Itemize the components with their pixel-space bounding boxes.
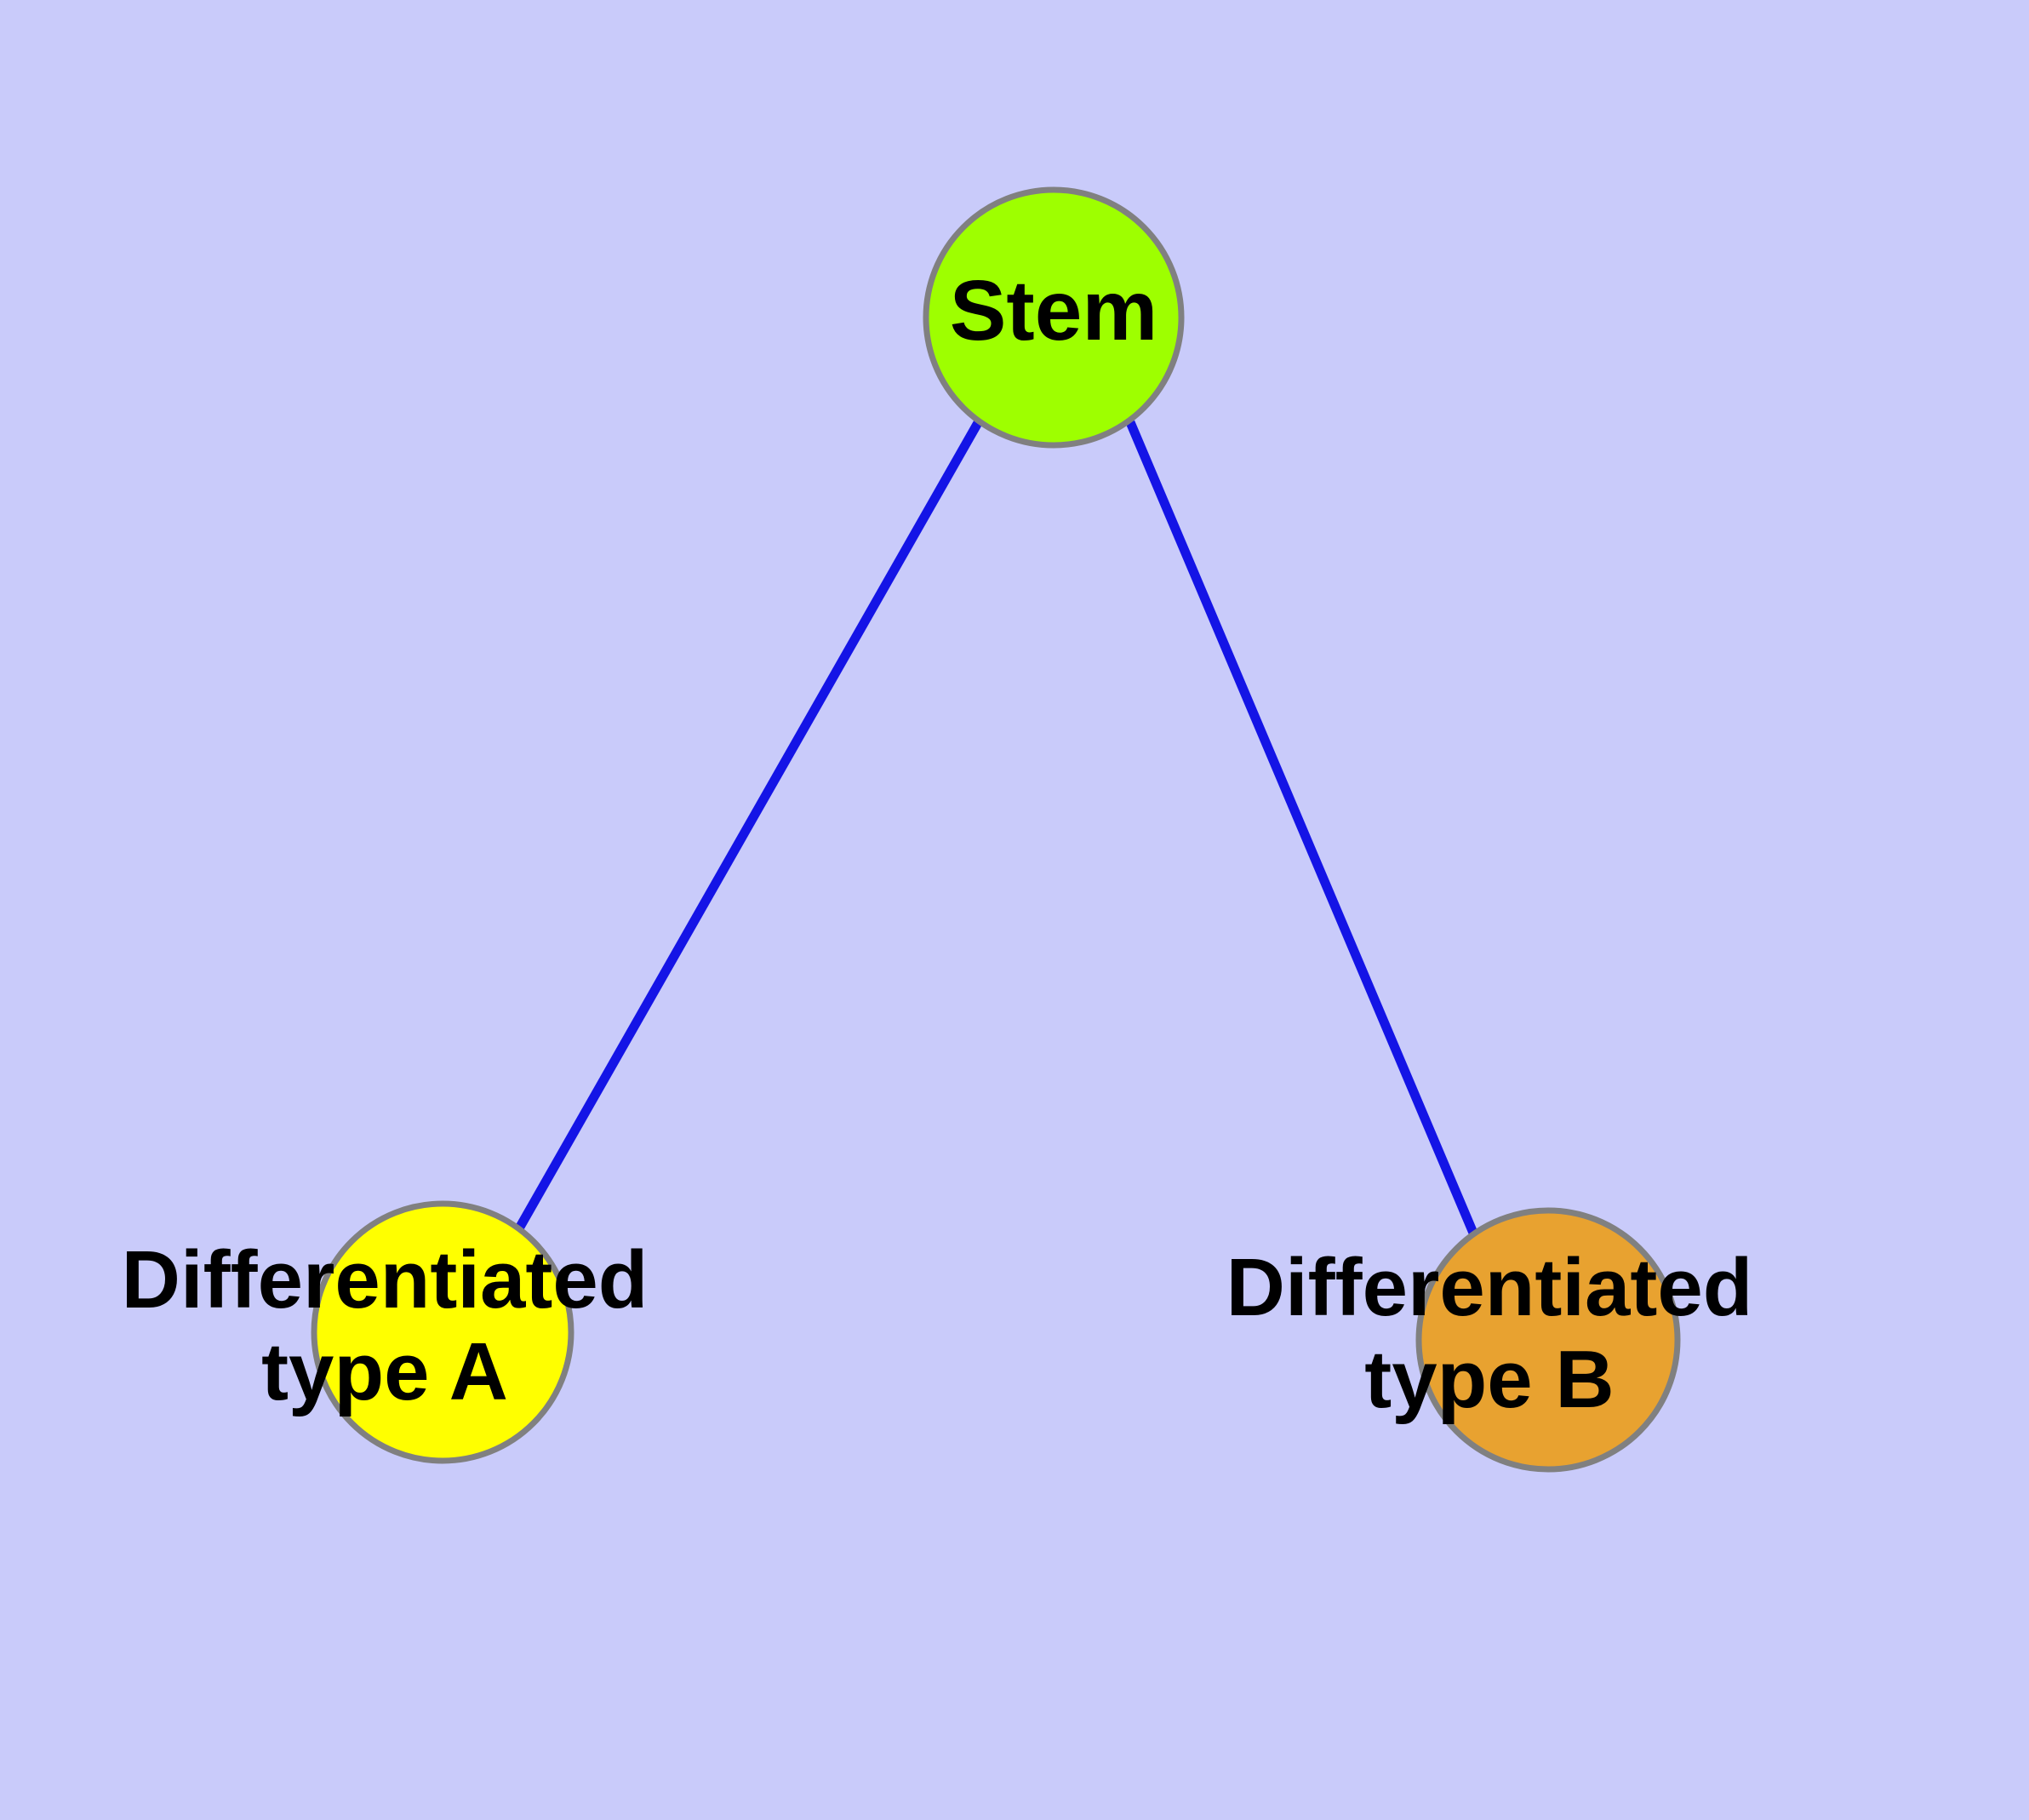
node-label-line: type A bbox=[261, 1326, 508, 1417]
node-label-line: Differentiated bbox=[1226, 1243, 1753, 1334]
edge-stem-to-diff-a bbox=[515, 419, 983, 1231]
nodes-layer bbox=[311, 186, 1681, 1473]
node-label-line: type B bbox=[1364, 1334, 1614, 1425]
node-label-line: Stem bbox=[950, 263, 1158, 358]
node-stem[interactable] bbox=[923, 186, 1185, 449]
node-label-line: Differentiated bbox=[122, 1235, 649, 1326]
edges-layer bbox=[515, 419, 1480, 1239]
node-diff-b[interactable] bbox=[1415, 1207, 1681, 1473]
node-diff-a[interactable] bbox=[311, 1200, 574, 1464]
edge-stem-to-diff-b bbox=[1125, 420, 1480, 1239]
node-label-stem: Stem bbox=[950, 263, 1158, 358]
